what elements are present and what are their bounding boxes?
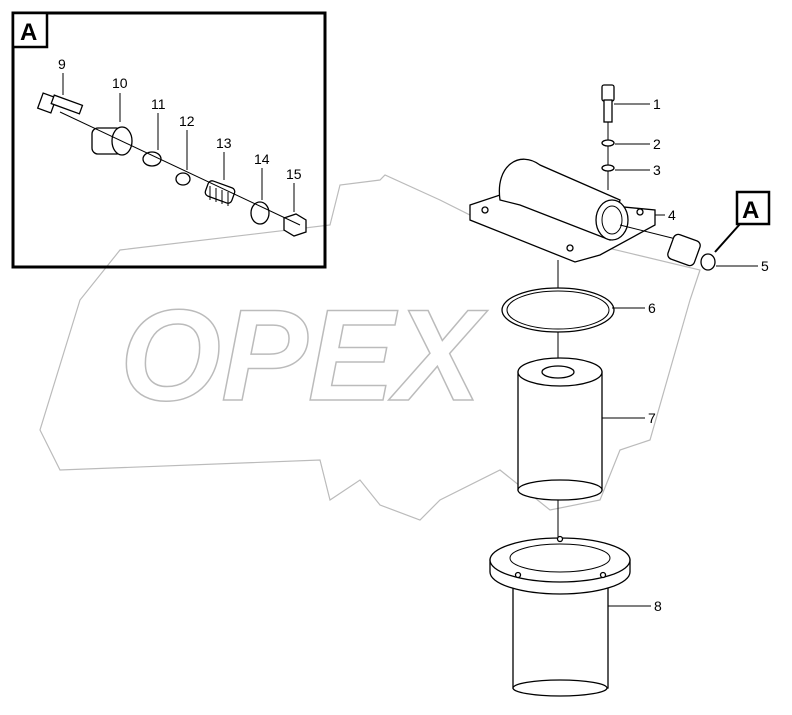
detail-label: A	[20, 19, 37, 46]
callout-5: 5	[761, 258, 769, 274]
part-9-bolt	[36, 92, 84, 115]
callout-1: 1	[653, 96, 661, 112]
watermark-text: OPEX	[120, 282, 489, 428]
callout-4: 4	[668, 207, 676, 223]
part-13-spring	[204, 180, 236, 206]
callout-3: 3	[653, 162, 661, 178]
part-3-washer	[601, 164, 615, 172]
callout-8: 8	[654, 598, 662, 614]
part-14-seat	[250, 201, 270, 225]
part-7-filter-element	[517, 357, 603, 501]
callout-9: 9	[58, 56, 66, 72]
part-4-filter-head	[469, 158, 656, 263]
callout-6: 6	[648, 300, 656, 316]
part-15-nut	[283, 213, 307, 237]
part-10-valve-body	[91, 126, 133, 156]
part-11-washer	[142, 151, 162, 167]
callout-12: 12	[179, 113, 195, 129]
callout-2: 2	[653, 136, 661, 152]
callout-7: 7	[648, 410, 656, 426]
callout-13: 13	[216, 135, 232, 151]
detail-view-a: A 9 10 11 12 13 14 15	[11, 11, 327, 269]
part-6-o-ring	[501, 287, 615, 333]
callout-15: 15	[286, 166, 302, 182]
part-8-filter-bowl	[489, 535, 631, 697]
detail-marker-label: A	[742, 197, 759, 224]
part-1-screw	[601, 84, 615, 123]
callout-11: 11	[151, 96, 166, 112]
part-5-valve-assembly	[667, 233, 716, 271]
part-2-washer	[601, 139, 615, 147]
part-12-washer	[175, 172, 191, 186]
detail-marker-box	[735, 190, 771, 226]
opex-watermark: OPEX	[39, 174, 701, 521]
callout-10: 10	[112, 75, 128, 91]
callout-14: 14	[254, 151, 270, 167]
